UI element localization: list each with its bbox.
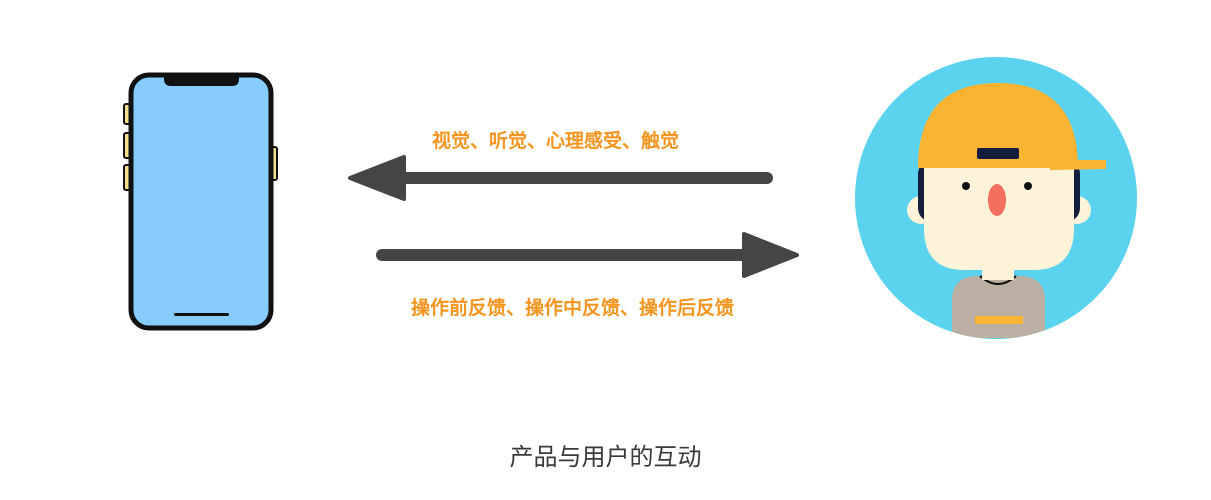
feedback-arrow-left [348, 155, 773, 201]
smartphone-icon [123, 72, 278, 331]
diagram-caption: 产品与用户的互动 [509, 443, 702, 471]
operation-feedback-label: 操作前反馈、操作中反馈、操作后反馈 [411, 297, 735, 319]
operation-arrow-right [376, 232, 799, 278]
user-avatar-icon [855, 57, 1137, 339]
sensory-feedback-label: 视觉、听觉、心理感受、触觉 [432, 130, 680, 152]
